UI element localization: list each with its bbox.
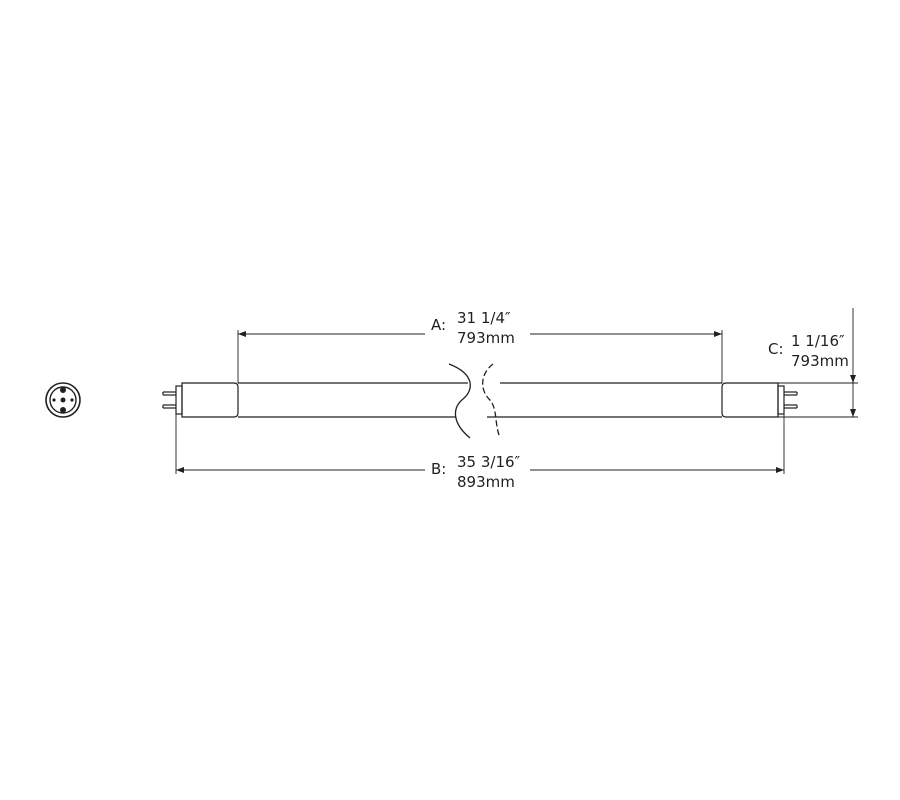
- right-pins: [784, 391, 798, 409]
- dimension-c-metric: 793mm: [791, 352, 849, 370]
- tube-end-view: [45, 382, 81, 418]
- right-end-cap: [721, 382, 785, 418]
- dimension-a-metric: 793mm: [457, 329, 515, 347]
- end-view-pin-bottom: [60, 407, 66, 413]
- dimension-b-metric: 893mm: [457, 473, 515, 491]
- left-end-cap: [175, 382, 239, 418]
- tube-body-left: [238, 382, 468, 418]
- end-view-outer-ring: [45, 382, 81, 418]
- dimension-a: A: 31 1/4″ 793mm: [237, 309, 723, 383]
- dimension-b-imperial: 35 3/16″: [457, 453, 521, 471]
- dimension-b: B: 35 3/16″ 893mm: [175, 414, 785, 491]
- dimension-c-imperial: 1 1/16″: [791, 332, 845, 350]
- end-view-pin-left: [52, 398, 56, 402]
- dimension-a-label: A:: [431, 316, 446, 334]
- dimension-c: C: 1 1/16″ 793mm: [768, 308, 858, 418]
- tube-body-right: [487, 382, 722, 418]
- dimension-c-label: C:: [768, 340, 784, 358]
- end-view-pin-right: [70, 398, 74, 402]
- dimension-b-label: B:: [431, 460, 446, 478]
- dimension-a-imperial: 31 1/4″: [457, 309, 511, 327]
- left-pins: [162, 391, 176, 409]
- tube-break-marks: [448, 363, 501, 439]
- end-view-pin-top: [60, 387, 66, 393]
- end-view-pin-center: [60, 397, 66, 403]
